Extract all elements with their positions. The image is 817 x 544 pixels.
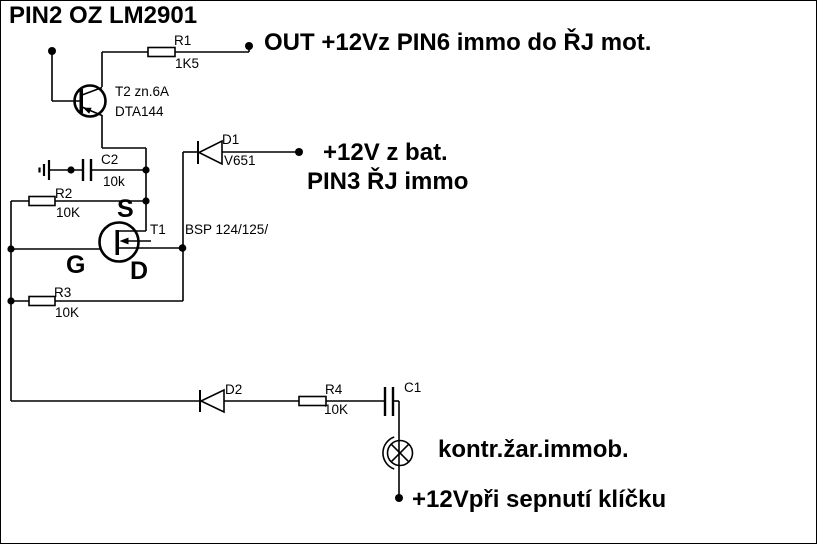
junction-dot <box>142 166 150 174</box>
out-annotation: OUT +12Vz PIN6 immo do ŘJ mot. <box>264 29 652 56</box>
pnp-transistor-icon <box>73 84 107 118</box>
r4-value: 10K <box>324 402 349 417</box>
t1-ref: T1 <box>150 222 166 237</box>
battery-annotation-line1: +12V z bat. <box>323 139 448 166</box>
resistor-r2 <box>28 195 56 207</box>
junction-dot <box>178 244 187 252</box>
capacitor-c1 <box>383 387 395 416</box>
ground-icon <box>38 160 51 180</box>
diode-d2-icon <box>199 388 225 414</box>
c1-ref: C1 <box>404 380 422 395</box>
t2-label: T2 zn.6A <box>115 84 170 99</box>
r2-value: 10K <box>56 205 81 220</box>
mosfet-icon <box>98 221 151 263</box>
junction-dots <box>7 42 403 502</box>
resistor-r4 <box>298 395 327 407</box>
terminal-dot <box>245 42 253 50</box>
r3-value: 10K <box>55 305 80 320</box>
junction-dot <box>7 297 15 305</box>
r1-value: 1K5 <box>175 56 200 71</box>
r3-ref: R3 <box>54 285 72 300</box>
d2-ref: D2 <box>225 382 243 397</box>
junction-dot <box>142 197 150 205</box>
lamp-annotation: kontr.žar.immob. <box>438 436 629 463</box>
t1-part: BSP 124/125/ <box>185 222 269 237</box>
r1-ref: R1 <box>174 33 192 48</box>
terminal-dot <box>48 47 56 55</box>
terminal-dot <box>395 494 403 502</box>
junction-dot <box>7 245 15 253</box>
t1-pin-drain: D <box>130 257 149 285</box>
resistor-r1 <box>147 46 176 58</box>
t1-pin-source: S <box>117 195 134 223</box>
r2-ref: R2 <box>55 186 73 201</box>
junction-dot <box>67 166 75 174</box>
diode-d1-icon <box>197 139 223 166</box>
t1-pin-gate: G <box>66 251 86 279</box>
capacitor-c2 <box>81 159 93 181</box>
c2-ref: C2 <box>101 152 119 167</box>
battery-annotation-line2: PIN3 ŘJ immo <box>307 168 469 195</box>
schematic-title: PIN2 OZ LM2901 <box>9 2 198 29</box>
terminal-dot <box>295 148 303 156</box>
resistor-r3 <box>28 295 56 307</box>
lamp-icon <box>382 436 414 470</box>
r4-ref: R4 <box>325 382 343 397</box>
d1-value: V651 <box>224 153 256 168</box>
c2-value: 10k <box>103 174 125 189</box>
t2-part: DTA144 <box>115 104 164 119</box>
d1-ref: D1 <box>222 132 240 147</box>
ignition-annotation: +12Vpři sepnutí klíčku <box>412 486 667 513</box>
